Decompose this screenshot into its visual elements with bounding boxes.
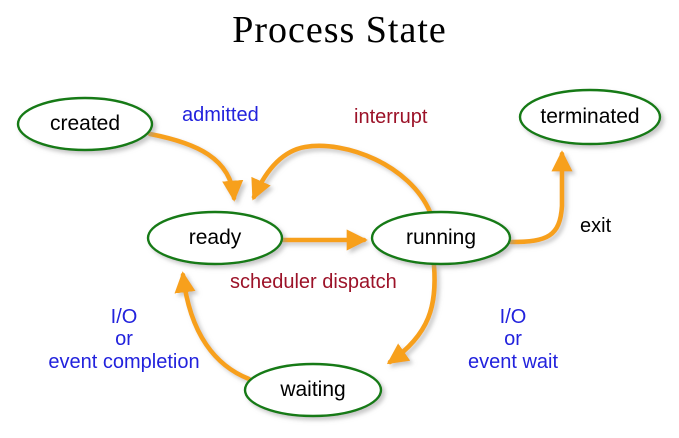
edge-io-event-completion [174, 271, 252, 382]
edge-label-io-event-wait-line1: I/O [499, 306, 527, 328]
edge-label-interrupt: interrupt [354, 106, 428, 128]
edge-label-admitted: admitted [182, 104, 259, 126]
edge-label-exit: exit [580, 215, 612, 237]
edge-label-io-event-wait-line2: or [504, 328, 522, 351]
node-ready[interactable] [146, 210, 284, 266]
edge-label-io-event-completion: I/O or event completion [26, 306, 222, 373]
node-waiting[interactable] [243, 362, 383, 418]
edge-label-io-event-completion-line2: or [115, 328, 133, 351]
node-terminated[interactable] [518, 88, 662, 146]
node-running[interactable] [370, 210, 512, 266]
edge-admitted [147, 131, 244, 202]
edge-label-io-event-wait-line3: event wait [467, 350, 559, 373]
edge-label-io-event-wait: I/O or event wait [453, 306, 573, 373]
page-title: Process State [232, 9, 447, 51]
edges-layer [147, 131, 573, 382]
edge-exit [508, 150, 573, 245]
edge-io-event-wait [386, 262, 437, 365]
node-created[interactable] [16, 96, 154, 152]
nodes-layer [16, 88, 662, 418]
edge-interrupt [251, 143, 433, 215]
edge-label-io-event-completion-line1: I/O [110, 306, 138, 328]
edge-label-scheduler-dispatch: scheduler dispatch [230, 271, 397, 293]
edge-label-io-event-completion-line3: event completion [48, 350, 200, 373]
